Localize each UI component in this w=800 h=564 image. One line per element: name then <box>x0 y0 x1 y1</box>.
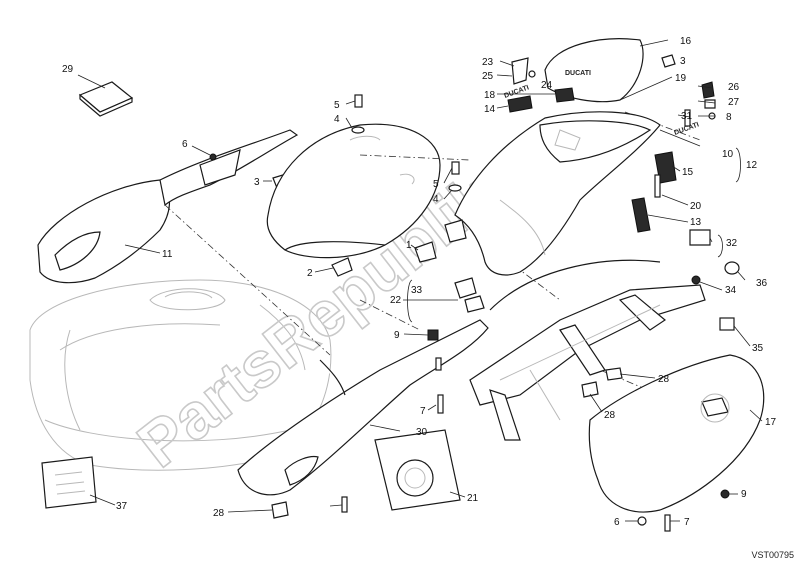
label-part-21: 21 <box>467 493 479 504</box>
label-part-10: 10 <box>722 149 734 160</box>
rear-subframe <box>469 284 706 441</box>
bolt-6-lower <box>341 496 348 513</box>
left-tail-panel <box>237 319 489 496</box>
label-part-13: 13 <box>690 217 702 228</box>
label-part-34: 34 <box>725 285 737 296</box>
label-part-20: 20 <box>690 201 702 212</box>
fuel-cap-cover <box>374 429 461 511</box>
label-part-28: 28 <box>213 508 225 519</box>
drawing-code: VST00795 <box>751 550 794 560</box>
label-part-2: 2 <box>307 268 313 279</box>
part-number-labels: 1 2 3 3 4 4 5 5 6 6 7 7 8 9 9 10 11 12 1… <box>62 36 777 528</box>
label-part-35: 35 <box>752 343 764 354</box>
label-part-5: 5 <box>433 179 439 190</box>
label-part-5: 5 <box>334 100 340 111</box>
mounting-rubbers <box>403 219 485 313</box>
bolts-lower-right <box>637 489 730 532</box>
clip-28-upper <box>605 367 623 381</box>
label-part-18: 18 <box>484 90 496 101</box>
brace-12 <box>735 147 741 183</box>
label-part-29: 29 <box>62 64 74 75</box>
left-side-fairing <box>37 129 299 284</box>
bolt-6-top <box>191 145 217 161</box>
label-part-3: 3 <box>254 177 260 188</box>
label-part-19: 19 <box>675 73 687 84</box>
clip-28-mid <box>581 381 599 398</box>
label-part-16: 16 <box>680 36 692 47</box>
label-part-31: 31 <box>681 111 693 122</box>
tail-fairing: DUCATI DUCATI <box>454 84 700 276</box>
label-part-6: 6 <box>182 139 188 150</box>
label-part-6: 6 <box>614 517 620 528</box>
bolt-7-center <box>435 357 442 371</box>
leader-lines <box>77 39 763 522</box>
label-part-17: 17 <box>765 417 777 428</box>
label-part-15: 15 <box>682 167 694 178</box>
bolt-5-washer-4-top <box>345 94 365 134</box>
label-sheet <box>41 456 97 509</box>
label-part-24: 24 <box>541 80 553 91</box>
bolt-5-washer-4-tail <box>443 161 462 200</box>
label-part-7: 7 <box>420 406 426 417</box>
clip-28-lower <box>271 501 289 519</box>
owner-manual-booklet <box>78 81 134 117</box>
label-part-27: 27 <box>728 97 740 108</box>
brace-22 <box>407 279 413 323</box>
label-part-28: 28 <box>658 374 670 385</box>
grommet-2 <box>331 257 353 277</box>
label-part-26: 26 <box>728 82 740 93</box>
label-part-30: 30 <box>416 427 428 438</box>
label-part-22: 22 <box>390 295 402 306</box>
label-part-9: 9 <box>741 489 747 500</box>
label-part-9: 9 <box>394 330 400 341</box>
label-part-33: 33 <box>411 285 423 296</box>
label-part-23: 23 <box>482 57 494 68</box>
label-part-4: 4 <box>433 194 439 205</box>
label-part-37: 37 <box>116 501 128 512</box>
label-part-36: 36 <box>756 278 768 289</box>
brand-text-cowl: DUCATI <box>565 70 591 77</box>
label-part-32: 32 <box>726 238 738 249</box>
seat-cowl: DUCATI <box>544 38 644 103</box>
label-part-14: 14 <box>484 104 496 115</box>
rider-seat <box>266 123 441 259</box>
label-part-4: 4 <box>334 114 340 125</box>
brace-32 <box>717 234 723 258</box>
bolt-9-center <box>427 329 444 414</box>
label-part-11: 11 <box>162 249 173 260</box>
label-part-7: 7 <box>684 517 690 528</box>
right-side-panel <box>588 354 765 513</box>
label-part-25: 25 <box>482 71 494 82</box>
label-part-12: 12 <box>746 160 758 171</box>
label-part-8: 8 <box>726 112 732 123</box>
label-part-1: 1 <box>406 240 412 251</box>
seat-release-cable <box>489 259 661 311</box>
label-part-28: 28 <box>604 410 616 421</box>
label-part-3: 3 <box>680 56 686 67</box>
